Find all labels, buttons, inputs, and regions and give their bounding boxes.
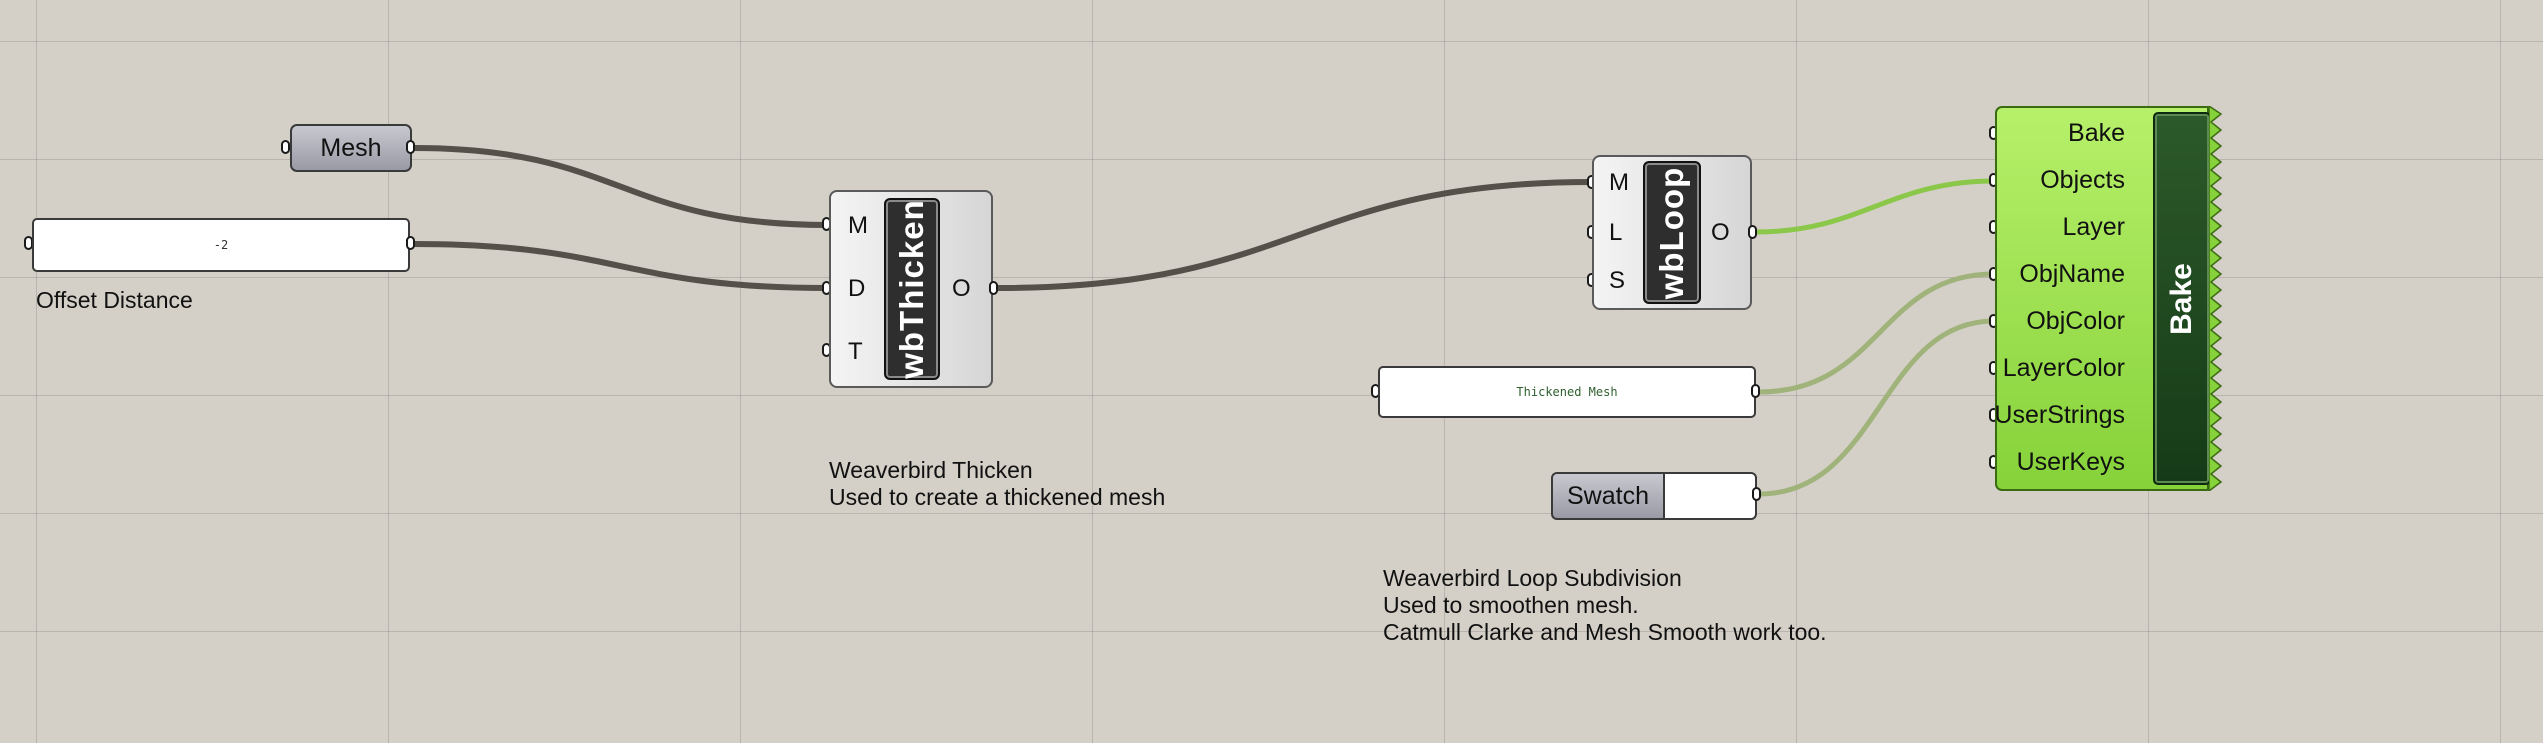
mesh-output-grip[interactable] bbox=[406, 140, 415, 154]
object-name-panel[interactable]: Thickened Mesh bbox=[1378, 366, 1756, 418]
bake-nickname: Bake bbox=[2165, 262, 2198, 335]
bake-component[interactable]: Bake Objects Layer ObjName ObjColor Laye… bbox=[1994, 106, 2211, 491]
swatch-label: Swatch bbox=[1567, 481, 1649, 510]
object-name-panel-text: Thickened Mesh bbox=[1516, 385, 1618, 399]
swatch-color-preview[interactable] bbox=[1665, 472, 1757, 520]
wbloop-component[interactable]: M L S wbLoop O bbox=[1592, 155, 1752, 310]
thicken-input-m: M bbox=[848, 212, 868, 239]
wbthicken-nickname-bar: wbThicken bbox=[884, 198, 940, 380]
wire-loop-to-bake-objects[interactable] bbox=[1755, 178, 1995, 235]
loop-input-m: M bbox=[1609, 169, 1629, 196]
mesh-parameter-label: Mesh bbox=[320, 133, 382, 162]
swatch-output-grip[interactable] bbox=[1752, 487, 1761, 501]
mesh-parameter[interactable]: Mesh bbox=[290, 124, 412, 172]
swatch-parameter[interactable]: Swatch bbox=[1551, 472, 1665, 520]
wbthicken-nickname: wbThicken bbox=[893, 199, 930, 379]
offset-distance-value: -2 bbox=[213, 238, 229, 252]
wbloop-nickname: wbLoop bbox=[1653, 166, 1690, 299]
offset-distance-label: Offset Distance bbox=[36, 287, 193, 313]
bake-input-layer: Layer bbox=[2062, 213, 2125, 241]
wire-panel-to-bake-objname[interactable] bbox=[1758, 271, 1995, 395]
bake-input-userkeys: UserKeys bbox=[2016, 448, 2125, 476]
bake-input-objects: Objects bbox=[2040, 166, 2125, 194]
wire-offset-to-thicken[interactable] bbox=[413, 241, 829, 291]
thicken-output-grip[interactable] bbox=[989, 281, 998, 295]
thicken-input-t: T bbox=[848, 338, 863, 365]
wbloop-nickname-bar: wbLoop bbox=[1643, 161, 1701, 304]
wire-mesh-to-thicken[interactable] bbox=[413, 145, 829, 228]
wbthicken-component[interactable]: M D T wbThicken O bbox=[829, 190, 993, 388]
loop-output-grip[interactable] bbox=[1748, 225, 1757, 239]
bake-input-objcolor: ObjColor bbox=[2026, 307, 2125, 335]
loop-input-l: L bbox=[1609, 219, 1623, 246]
offset-distance-slider[interactable]: -2 bbox=[32, 218, 410, 272]
wbthicken-note: Weaverbird Thicken Used to create a thic… bbox=[829, 457, 1166, 510]
bake-input-objname: ObjName bbox=[2019, 260, 2125, 288]
wire-swatch-to-bake-objcolor[interactable] bbox=[1758, 318, 1995, 497]
bake-input-bake: Bake bbox=[2068, 119, 2125, 147]
name-panel-output-grip[interactable] bbox=[1751, 384, 1760, 398]
offset-output-grip[interactable] bbox=[406, 236, 415, 250]
bake-input-layercolor: LayerColor bbox=[2002, 354, 2125, 382]
wire-thicken-to-loop[interactable] bbox=[997, 179, 1593, 291]
bake-zigzag-edge bbox=[2209, 106, 2223, 491]
loop-output-o: O bbox=[1711, 219, 1730, 246]
thicken-input-d: D bbox=[848, 275, 866, 302]
loop-input-s: S bbox=[1609, 267, 1626, 294]
thicken-output-o: O bbox=[952, 275, 971, 302]
bake-input-userstrings: UserStrings bbox=[1994, 401, 2125, 429]
wbloop-note: Weaverbird Loop Subdivision Used to smoo… bbox=[1383, 565, 1827, 645]
mesh-input-grip[interactable] bbox=[281, 140, 290, 154]
bake-nickname-bar: Bake bbox=[2153, 112, 2211, 485]
